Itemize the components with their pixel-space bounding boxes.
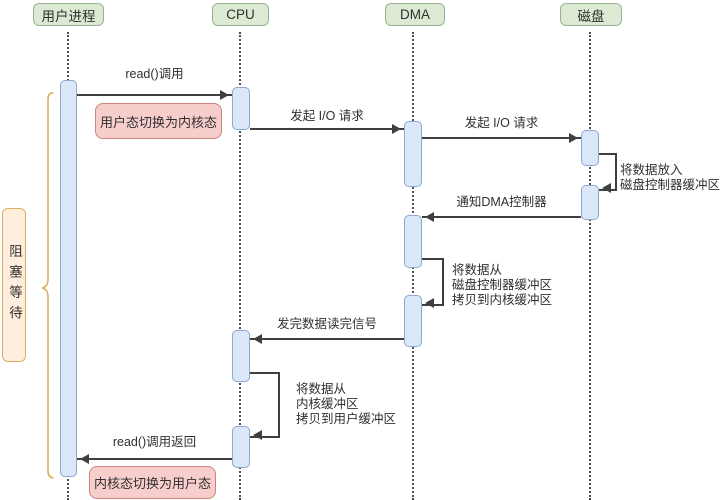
activation-disk-2 xyxy=(581,185,599,220)
label-dma-self-message: 将数据从 磁盘控制器缓冲区 拷贝到内核缓冲区 xyxy=(452,263,552,308)
activation-dma-1 xyxy=(404,121,422,187)
label-io-request-2: 发起 I/O 请求 xyxy=(464,116,539,130)
participant-disk: 磁盘 xyxy=(560,3,622,26)
blocking-wait-box: 阻塞等待 xyxy=(2,208,26,362)
activation-disk-1 xyxy=(581,130,599,166)
arrow-read-call xyxy=(77,90,232,100)
arrow-notify-dma-controller xyxy=(422,212,581,222)
activation-cpu-2 xyxy=(232,330,250,382)
arrow-io-request-cpu-to-dma xyxy=(250,124,404,134)
participant-dma-label: DMA xyxy=(400,7,430,22)
participant-disk-label: 磁盘 xyxy=(577,8,605,24)
label-cpu-self-message: 将数据从 内核缓冲区 拷贝到用户缓冲区 xyxy=(296,382,396,427)
arrow-read-return xyxy=(77,454,232,464)
label-disk-self-line1: 将数据放入 xyxy=(620,163,683,177)
blocking-wait-brace-path xyxy=(41,92,54,479)
arrow-read-done-signal xyxy=(250,334,404,344)
label-read-call: read()调用 xyxy=(125,67,184,81)
label-cpu-self-line3: 拷贝到用户缓冲区 xyxy=(296,412,397,426)
label-read-return: read()调用返回 xyxy=(112,435,197,449)
note-kernel-to-user-mode: 内核态切换为用户态 xyxy=(89,466,216,499)
participant-cpu-label: CPU xyxy=(226,7,255,22)
activation-user-process xyxy=(60,80,77,477)
arrow-io-request-dma-to-disk xyxy=(422,133,581,143)
self-loop-dma-copy xyxy=(422,258,444,308)
label-read-done-signal: 发完数据读完信号 xyxy=(276,317,377,331)
participant-user-process-label: 用户进程 xyxy=(41,8,96,24)
label-io-request-1: 发起 I/O 请求 xyxy=(290,109,364,123)
label-disk-self-message: 将数据放入 磁盘控制器缓冲区 xyxy=(620,163,720,193)
activation-dma-2 xyxy=(404,215,422,268)
label-dma-self-line3: 拷贝到内核缓冲区 xyxy=(452,293,553,307)
lifeline-disk xyxy=(589,32,591,500)
note-user-to-kernel-mode: 用户态切换为内核态 xyxy=(95,103,222,139)
activation-cpu-1 xyxy=(232,87,250,130)
label-disk-self-line2: 磁盘控制器缓冲区 xyxy=(620,178,721,192)
blocking-wait-brace xyxy=(41,92,54,479)
participant-dma: DMA xyxy=(385,3,445,26)
lifeline-cpu xyxy=(239,32,241,500)
note-user-to-kernel-mode-label: 用户态切换为内核态 xyxy=(99,114,217,130)
participant-cpu: CPU xyxy=(212,3,269,26)
label-dma-self-line1: 将数据从 xyxy=(452,263,503,277)
label-notify-dma: 通知DMA控制器 xyxy=(456,195,547,209)
activation-dma-3 xyxy=(404,295,422,347)
label-cpu-self-line1: 将数据从 xyxy=(296,382,347,396)
self-loop-disk-buffer xyxy=(599,153,617,193)
label-cpu-self-line2: 内核缓冲区 xyxy=(296,397,359,411)
label-dma-self-line2: 磁盘控制器缓冲区 xyxy=(452,278,553,292)
participant-user-process: 用户进程 xyxy=(33,3,104,26)
activation-cpu-3 xyxy=(232,426,250,468)
self-loop-cpu-copy xyxy=(250,372,280,440)
blocking-wait-label: 阻塞等待 xyxy=(7,244,22,326)
note-kernel-to-user-mode-label: 内核态切换为用户态 xyxy=(93,476,211,491)
